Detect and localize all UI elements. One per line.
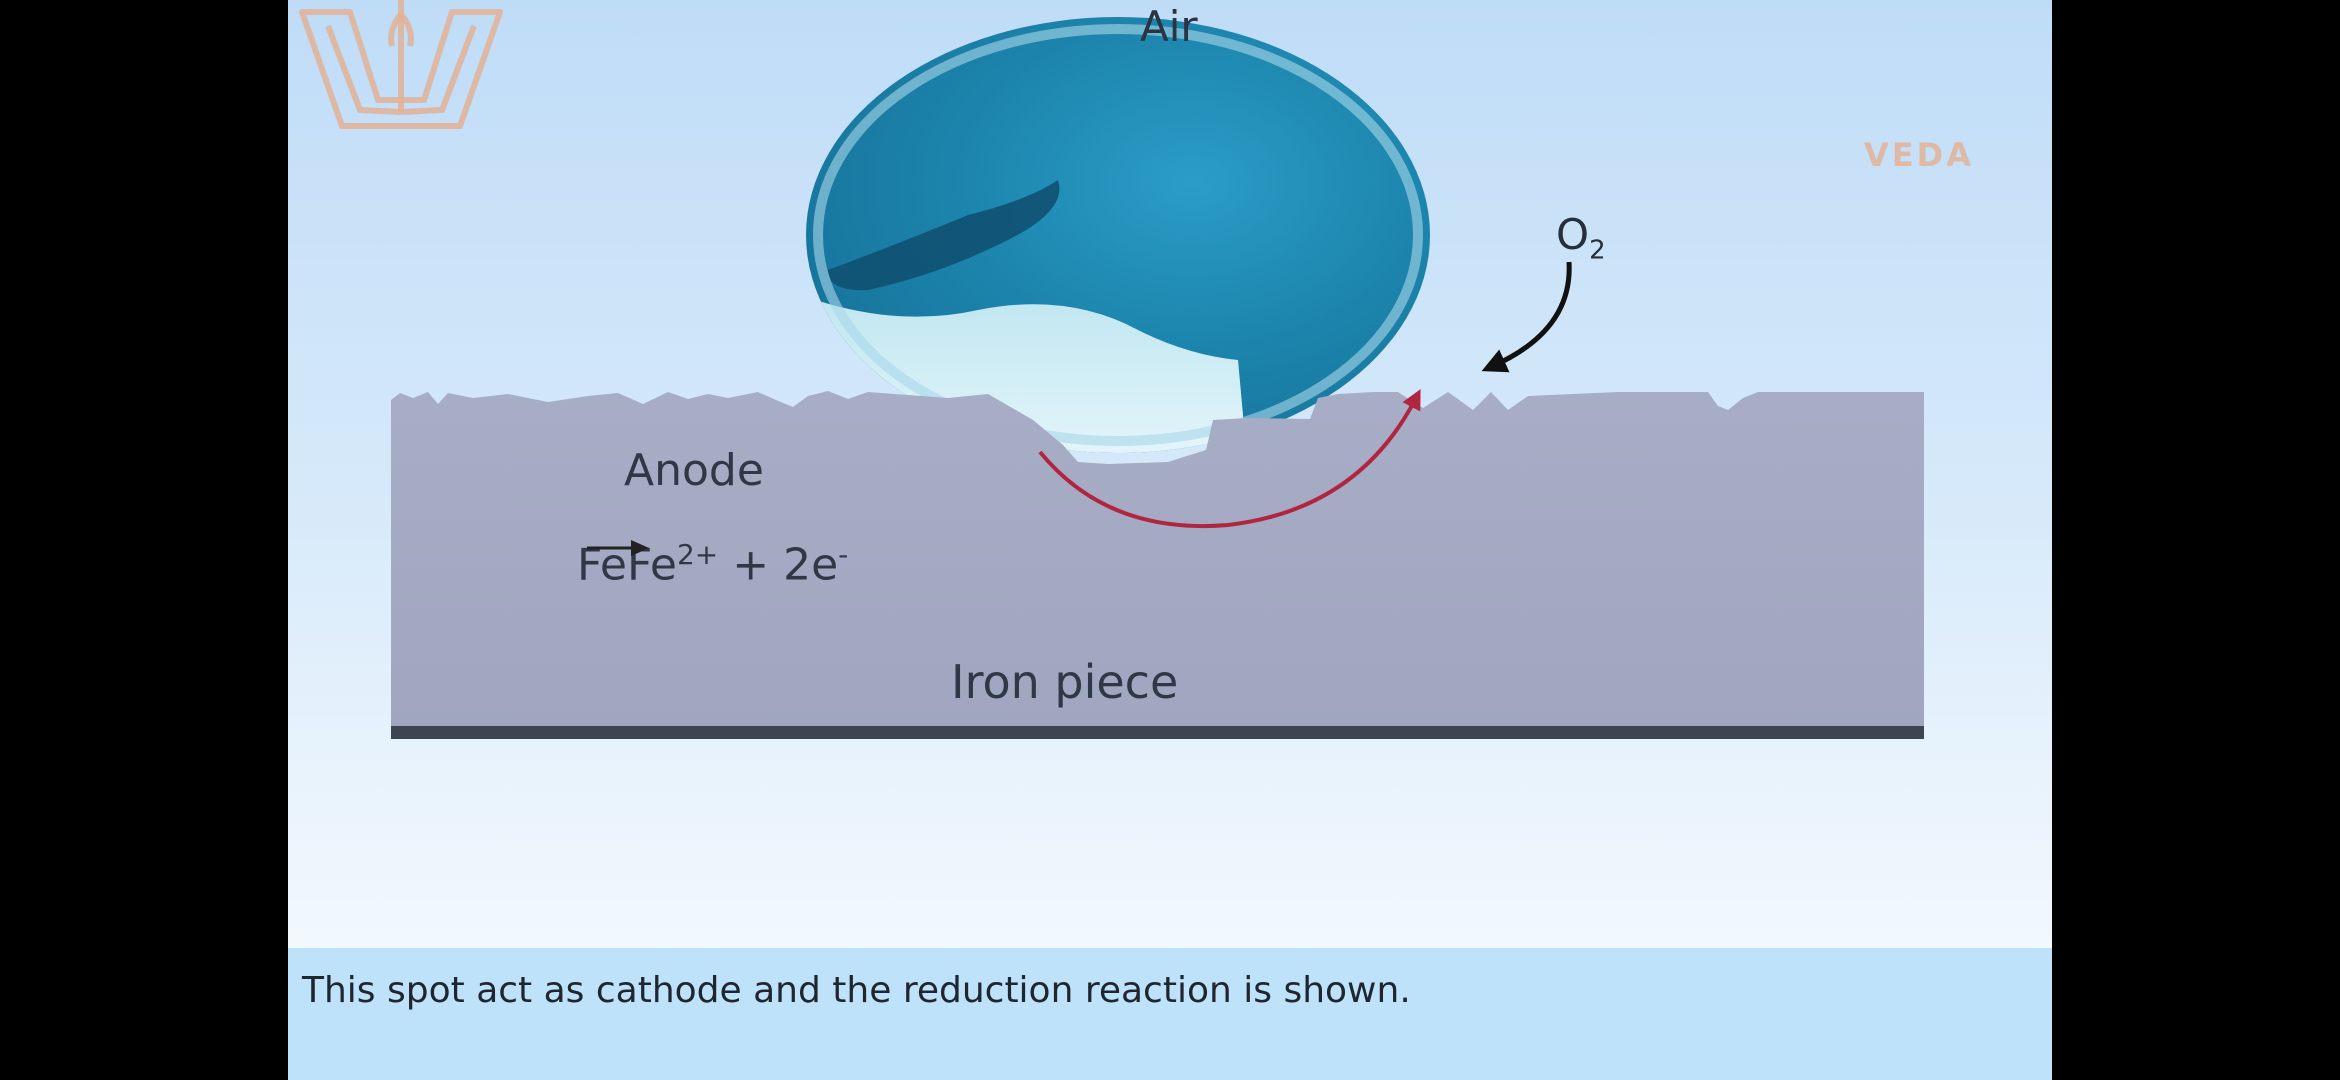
iron-piece [391,391,1924,739]
reaction-arrow-icon [587,540,649,556]
water-droplet [806,17,1430,453]
iron-piece-label: Iron piece [951,655,1179,709]
equation-electron-charge: - [838,538,849,571]
oxygen-label: O2 [1556,210,1606,265]
equation-product-charge: 2+ [676,538,719,571]
veda-logo-icon [299,0,503,129]
oxygen-symbol: O [1556,210,1590,259]
corrosion-diagram [391,17,1924,739]
oxygen-arrow [1481,261,1572,373]
logo-text: VEDA [1864,136,1974,174]
electron-flow-arrow [1038,389,1421,529]
equation-electrons: + 2e [718,539,839,591]
air-label: Air [1140,2,1198,51]
oxygen-subscript: 2 [1589,235,1606,266]
caption-bar: This spot act as cathode and the reducti… [288,948,2052,1080]
anode-label: Anode [624,445,764,496]
caption-text: This spot act as cathode and the reducti… [302,970,1411,1011]
